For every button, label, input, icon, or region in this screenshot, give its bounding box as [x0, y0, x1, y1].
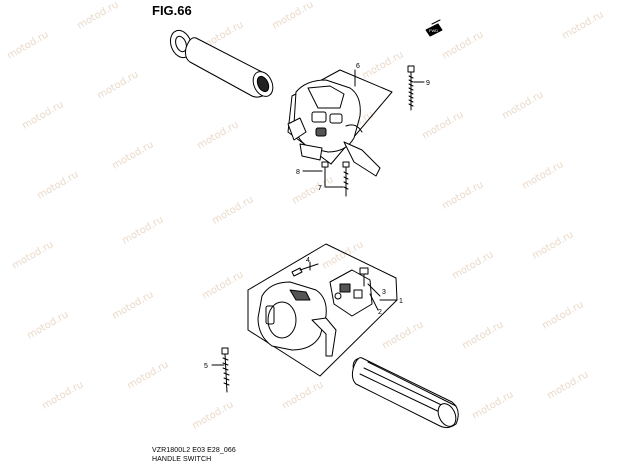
callout-1: 1 [399, 298, 403, 305]
figure-title: FIG.66 [152, 3, 192, 18]
callout-2: 2 [378, 309, 382, 316]
callout-4: 4 [306, 257, 310, 264]
model-code: VZR1800L2 E03 E28_066 [152, 447, 236, 454]
switch-rear-plate [329, 269, 373, 317]
right-grip [351, 357, 459, 429]
upper-switch-housing [287, 79, 381, 177]
front-arrow-icon [425, 19, 443, 37]
callout-3: 3 [382, 289, 386, 296]
callout-5: 5 [204, 363, 208, 370]
diagram-caption: HANDLE SWITCH [152, 456, 212, 463]
callout-7: 7 [318, 185, 322, 192]
lower-assembly-frame [247, 243, 398, 301]
left-grip [185, 37, 274, 98]
screw-5 [221, 347, 230, 393]
lower-switch-housing [257, 281, 337, 357]
screw-4 [291, 263, 319, 277]
screw-3 [359, 267, 369, 287]
callout-9: 9 [426, 80, 430, 87]
callout-8: 8 [296, 169, 300, 176]
screw-7 [342, 161, 350, 197]
screw-9 [407, 65, 415, 111]
front-badge-label: FWD [429, 28, 438, 33]
screw-8 [321, 161, 329, 187]
leader-3 [367, 283, 381, 297]
callout-6: 6 [356, 63, 360, 70]
leader-2 [369, 293, 379, 311]
